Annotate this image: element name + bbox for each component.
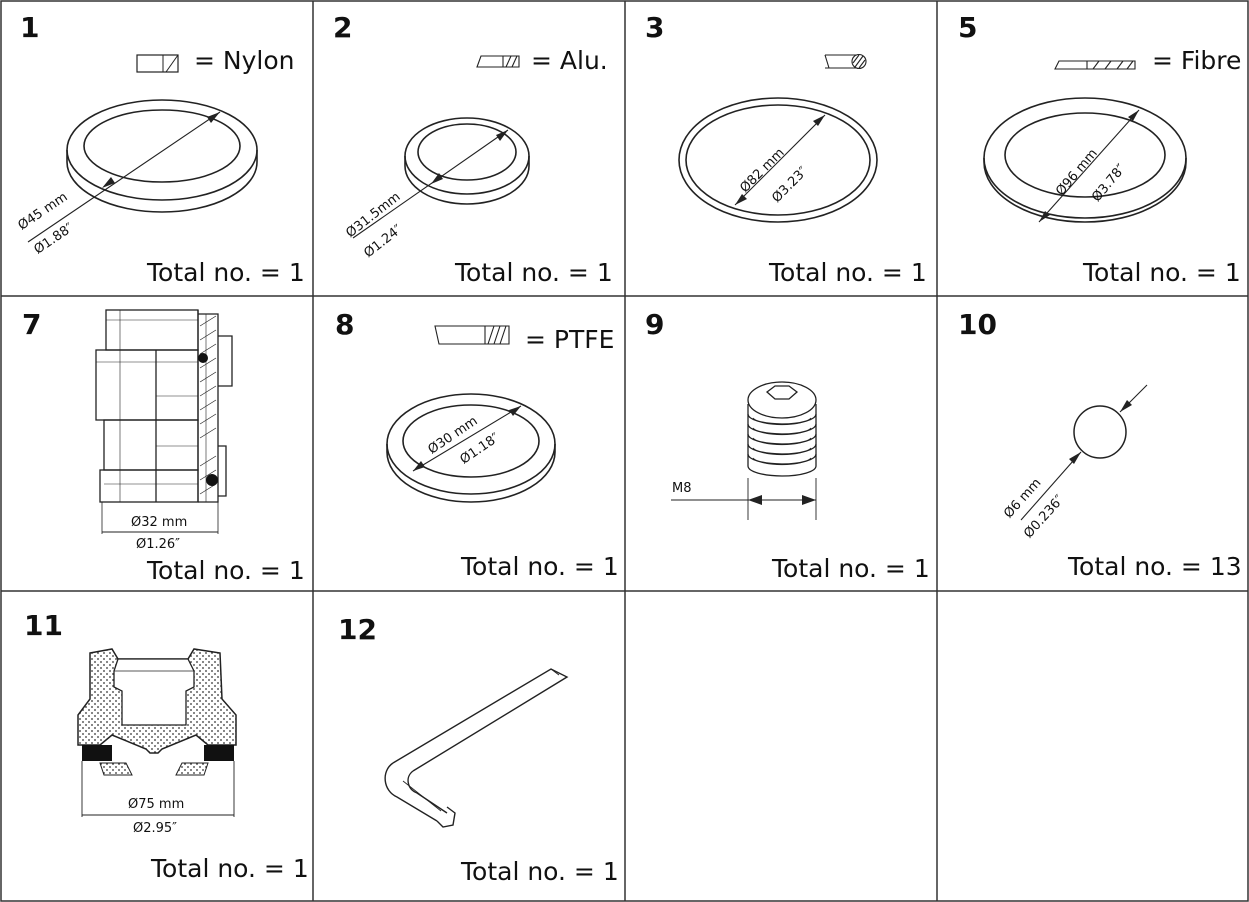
ptfe-material-symbol [434, 325, 510, 345]
part-number-2: 2 [333, 11, 353, 44]
total-10: Total no. = 13 [1068, 552, 1242, 581]
material-label-ptfe: = PTFE [525, 325, 615, 354]
oring-3-drawing [678, 53, 878, 223]
dim-thread-9: M8 [672, 481, 692, 496]
ball-drawing [1020, 384, 1148, 521]
total-8: Total no. = 1 [461, 552, 619, 581]
ring-1 [66, 99, 258, 213]
ring-5 [983, 97, 1187, 223]
total-1: Total no. = 1 [147, 258, 305, 287]
dim-in-11: Ø2.95″ [133, 821, 178, 836]
part-number-3: 3 [645, 11, 665, 44]
rubber-material-symbol [824, 53, 867, 70]
part-number-11: 11 [24, 609, 63, 642]
part-number-1: 1 [20, 11, 40, 44]
alu-ring-drawing [352, 55, 530, 239]
set-screw-drawing [671, 381, 817, 520]
material-label-alu: = Alu. [531, 46, 608, 75]
part-number-8: 8 [335, 308, 355, 341]
part-number-9: 9 [645, 308, 665, 341]
ring-2 [404, 117, 530, 205]
nylon-material-symbol [136, 54, 179, 73]
insert-7-drawing [95, 309, 233, 534]
alu-material-symbol [476, 55, 520, 68]
fibre-ring-drawing [983, 60, 1187, 223]
total-2: Total no. = 1 [455, 258, 613, 287]
dim-mm-11: Ø75 mm [128, 797, 185, 812]
total-11: Total no. = 1 [151, 854, 309, 883]
part-number-10: 10 [958, 308, 997, 341]
total-12: Total no. = 1 [461, 857, 619, 886]
total-5: Total no. = 1 [1083, 258, 1241, 287]
ring-8 [386, 393, 556, 503]
material-label-nylon: = Nylon [194, 46, 295, 75]
gasket-11-drawing [77, 648, 237, 817]
fibre-material-symbol [1054, 60, 1136, 70]
dim-mm-7: Ø32 mm [131, 515, 188, 530]
hex-key-drawing [384, 668, 569, 828]
part-number-12: 12 [338, 613, 377, 646]
part-number-7: 7 [22, 308, 42, 341]
total-7: Total no. = 1 [147, 556, 305, 585]
total-9: Total no. = 1 [772, 554, 930, 583]
dim-in-7: Ø1.26″ [136, 537, 181, 552]
part-number-5: 5 [958, 11, 978, 44]
ptfe-ring-drawing [386, 325, 556, 503]
nylon-ring-drawing [27, 54, 258, 243]
total-3: Total no. = 1 [769, 258, 927, 287]
ring-3 [678, 97, 878, 223]
material-label-fibre: = Fibre [1152, 46, 1242, 75]
